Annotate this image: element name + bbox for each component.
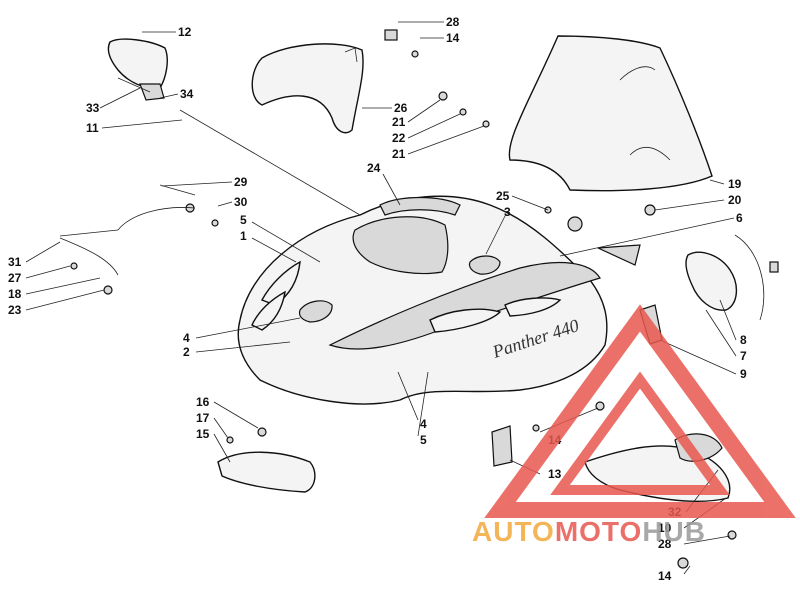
- callout-19: 19: [728, 177, 742, 191]
- callout-9: 9: [740, 367, 747, 381]
- callout-5-bottom: 5: [420, 433, 427, 447]
- callout-23: 23: [8, 303, 22, 317]
- callout-30: 30: [234, 195, 248, 209]
- callout-8: 8: [740, 333, 747, 347]
- callouts: 12 33 34 11 28 14 26 21 22 21 24 19 20 2…: [8, 15, 747, 583]
- callout-16: 16: [196, 395, 210, 409]
- callout-7: 7: [740, 349, 747, 363]
- callout-1: 1: [240, 229, 247, 243]
- callout-24: 24: [367, 161, 381, 175]
- mirror-part: [107, 38, 168, 101]
- hood-part: [237, 195, 608, 405]
- callout-28-top: 28: [446, 15, 460, 29]
- callout-34: 34: [180, 87, 194, 101]
- callout-21-a: 21: [392, 115, 406, 129]
- callout-17: 17: [196, 411, 210, 425]
- hardware: [70, 29, 779, 569]
- callout-15: 15: [196, 427, 210, 441]
- callout-28-bottom: 28: [658, 537, 672, 551]
- watermark-text-moto: MOTO: [555, 516, 642, 547]
- watermark-text-auto: AUTO: [472, 516, 555, 547]
- callout-21-b: 21: [392, 147, 406, 161]
- callout-14-top: 14: [446, 31, 460, 45]
- callout-27: 27: [8, 271, 22, 285]
- callout-22: 22: [392, 131, 406, 145]
- callout-2: 2: [183, 345, 190, 359]
- callout-3: 3: [504, 205, 511, 219]
- callout-14-bottom: 14: [658, 569, 672, 583]
- callout-6: 6: [736, 211, 743, 225]
- callout-12: 12: [178, 25, 192, 39]
- headlight-lens-part: [685, 234, 765, 321]
- watermark-logo: [484, 304, 796, 518]
- cables: [59, 109, 361, 276]
- callout-26: 26: [394, 101, 408, 115]
- bumper-part: [217, 427, 316, 493]
- watermark-text-hub: HUB: [642, 516, 706, 547]
- callout-4-left: 4: [183, 331, 190, 345]
- callout-29: 29: [234, 175, 248, 189]
- callout-5-left: 5: [240, 213, 247, 227]
- callout-13: 13: [548, 467, 562, 481]
- callout-11: 11: [86, 121, 99, 135]
- callout-4-bottom: 4: [420, 417, 427, 431]
- callout-25: 25: [496, 189, 510, 203]
- watermark-text: AUTOMOTOHUB: [472, 516, 706, 547]
- watermark: AUTOMOTOHUB: [472, 304, 796, 547]
- callout-20: 20: [728, 193, 742, 207]
- callout-33: 33: [86, 101, 100, 115]
- side-panel-part: [597, 244, 641, 266]
- windshield-part: [508, 35, 713, 192]
- callout-18: 18: [8, 287, 22, 301]
- lower-bracket-part: [491, 425, 513, 467]
- callout-10: 10: [658, 521, 672, 535]
- visor-part: [251, 43, 364, 134]
- callout-31: 31: [8, 255, 22, 269]
